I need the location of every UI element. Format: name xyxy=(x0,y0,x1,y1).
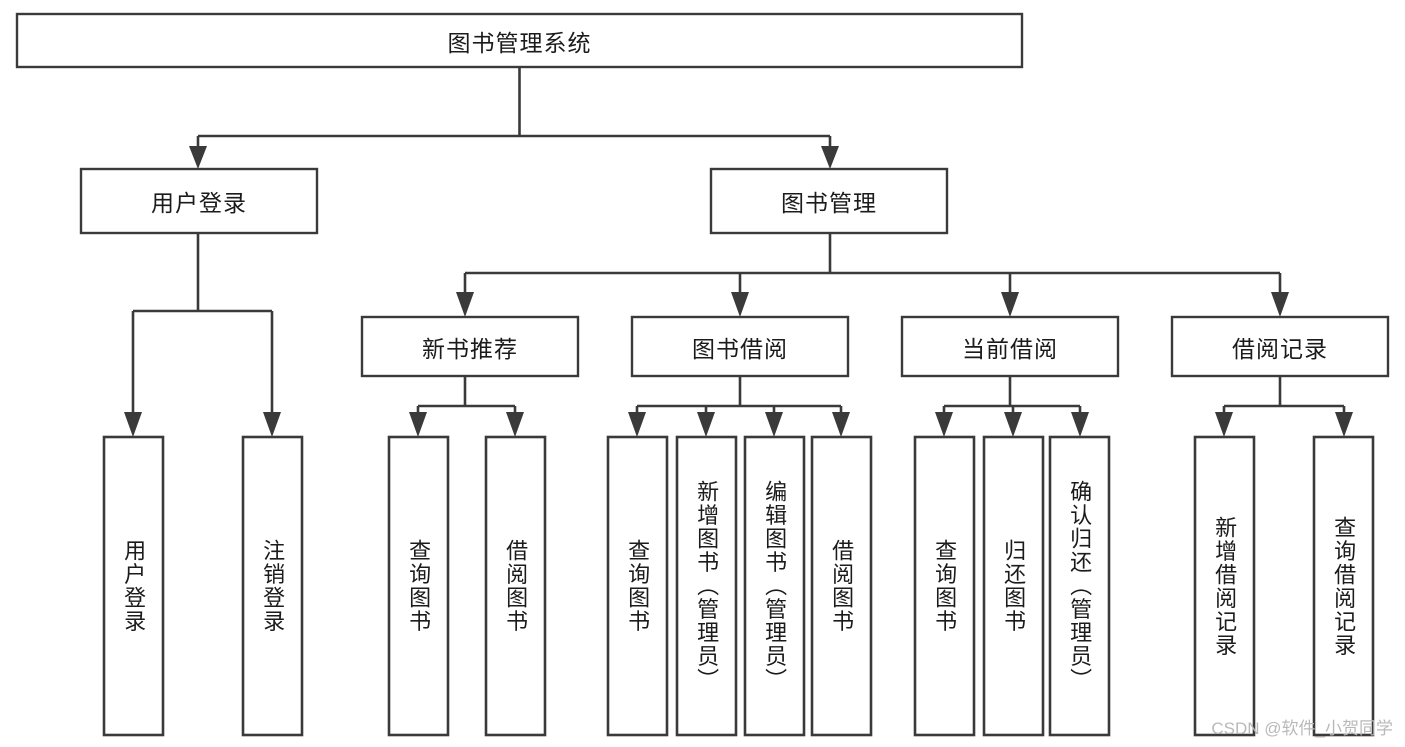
arrow-leaf-borrow-book-2-icon xyxy=(832,412,850,437)
arrow-leaf-user-login-icon xyxy=(124,412,142,437)
leaf-query-book-current[interactable] xyxy=(913,435,976,737)
arrow-leaf-query-book-3-icon xyxy=(935,412,953,437)
arrow-leaf-query-book-2-icon xyxy=(628,412,646,437)
node-new-book-recommend[interactable] xyxy=(360,315,580,378)
leaf-add-book-admin[interactable] xyxy=(675,435,738,737)
leaf-borrow-book[interactable] xyxy=(810,435,873,737)
arrow-leaf-edit-book-icon xyxy=(765,412,783,437)
arrow-leaf-add-record-icon xyxy=(1215,412,1233,437)
leaf-query-book-recommend[interactable] xyxy=(387,435,450,737)
leaf-add-borrow-record[interactable] xyxy=(1193,435,1256,737)
node-book-borrow[interactable] xyxy=(630,315,850,378)
leaf-borrow-book-recommend[interactable] xyxy=(484,435,547,737)
arrow-to-book-borrow-icon xyxy=(731,292,749,317)
node-book-management[interactable] xyxy=(709,167,949,235)
node-borrow-record[interactable] xyxy=(1170,315,1390,378)
leaf-return-book[interactable] xyxy=(982,435,1045,737)
leaf-user-login[interactable] xyxy=(102,435,165,737)
node-current-borrow[interactable] xyxy=(900,315,1120,378)
connectors-book-borrow-to-leaves xyxy=(628,376,850,437)
node-root-book-management-system[interactable] xyxy=(15,12,1024,69)
connectors-current-borrow-to-leaves xyxy=(935,376,1089,437)
connectors-new-book-to-leaves xyxy=(409,376,524,437)
arrow-to-book-mgmt-icon xyxy=(821,146,839,169)
arrow-to-borrow-record-icon xyxy=(1271,292,1289,317)
node-user-login[interactable] xyxy=(79,167,319,235)
arrow-leaf-logout-icon xyxy=(263,412,281,437)
leaf-confirm-return-admin[interactable] xyxy=(1048,435,1111,737)
arrow-leaf-add-book-icon xyxy=(697,412,715,437)
connectors-root-to-level2 xyxy=(189,67,839,169)
leaf-query-borrow-record[interactable] xyxy=(1312,435,1375,737)
connectors-borrow-record-to-leaves xyxy=(1215,376,1353,437)
arrow-to-current-borrow-icon xyxy=(1001,292,1019,317)
connectors-book-mgmt-to-level3 xyxy=(456,233,1289,317)
arrow-leaf-query-book-1-icon xyxy=(409,412,427,437)
arrow-to-user-login-icon xyxy=(189,146,207,169)
leaf-edit-book-admin[interactable] xyxy=(743,435,806,737)
arrow-leaf-return-book-icon xyxy=(1004,412,1022,437)
arrow-leaf-query-record-icon xyxy=(1335,412,1353,437)
connectors-user-login-to-leaves xyxy=(124,233,281,437)
leaf-logout[interactable] xyxy=(241,435,304,737)
arrow-to-new-book-icon xyxy=(456,292,474,317)
arrow-leaf-borrow-book-1-icon xyxy=(506,412,524,437)
arrow-leaf-confirm-return-icon xyxy=(1071,412,1089,437)
leaf-query-book-borrow[interactable] xyxy=(606,435,669,737)
